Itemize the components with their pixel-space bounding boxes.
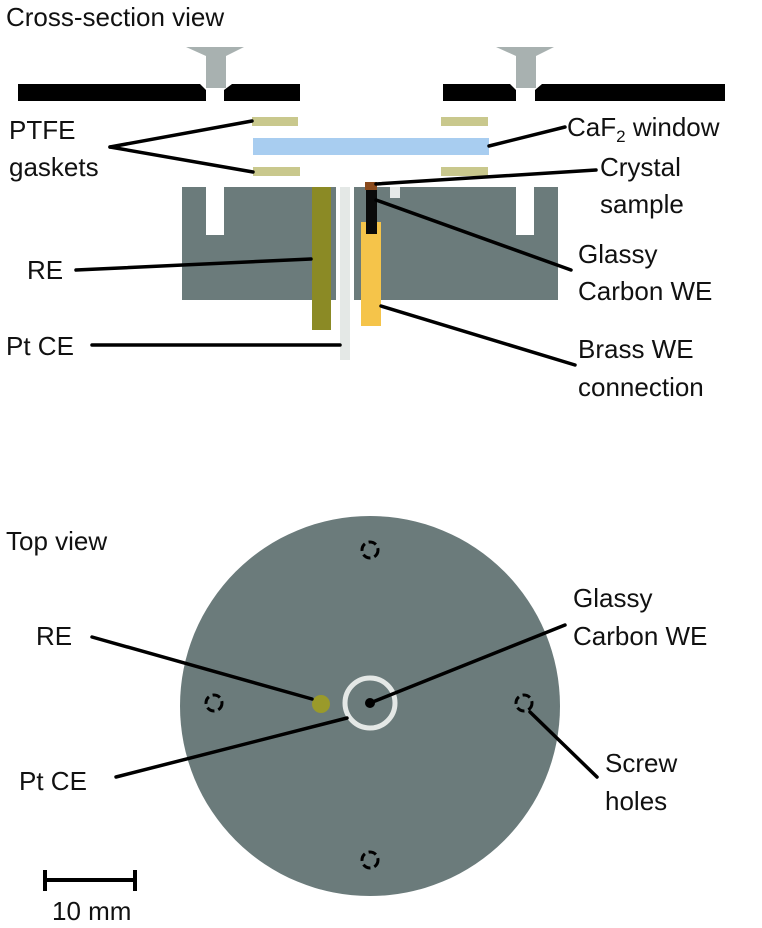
leader-top-re xyxy=(90,635,314,701)
label-top-pt-ce: Pt CE xyxy=(19,766,87,796)
leader-caf2 xyxy=(487,125,567,148)
gasket-bottom-right xyxy=(441,167,488,176)
re-dot xyxy=(312,695,330,713)
label-brass-line2: connection xyxy=(578,372,704,402)
clamp-plate-right-b xyxy=(535,84,725,101)
label-pt-ce: Pt CE xyxy=(6,331,74,361)
leader-gc xyxy=(374,198,573,272)
label-top-re: RE xyxy=(36,621,72,651)
top-view-title: Top view xyxy=(6,526,107,556)
screw-hole-right xyxy=(514,693,534,713)
scale-bar xyxy=(43,870,137,891)
label-crystal-line1: Crystal xyxy=(600,152,681,182)
label-top-gc-line1: Glassy xyxy=(573,583,652,613)
screw-right xyxy=(496,47,554,88)
label-crystal-line2: sample xyxy=(600,189,684,219)
small-vent xyxy=(390,187,400,198)
clamp-plate-left xyxy=(18,84,206,101)
label-top-screw-line1: Screw xyxy=(605,748,677,778)
crystal-sample xyxy=(365,182,377,190)
glassy-carbon-we xyxy=(366,184,377,234)
cross-section-title: Cross-section view xyxy=(6,2,224,32)
leader-re xyxy=(74,257,313,272)
brass-connection xyxy=(361,222,381,326)
leader-ptfe-top xyxy=(108,119,254,149)
leader-top-screw xyxy=(528,710,599,779)
label-brass-line1: Brass WE xyxy=(578,334,694,364)
caf2-window xyxy=(253,138,489,155)
screw-hole-bottom xyxy=(360,850,380,870)
label-gc-line2: Carbon WE xyxy=(578,276,712,306)
label-ptfe-line1: PTFE xyxy=(9,115,75,145)
label-re: RE xyxy=(27,255,63,285)
leader-ptfe-bottom xyxy=(108,145,255,174)
pt-ce-wire xyxy=(340,187,350,360)
label-top-gc-line2: Carbon WE xyxy=(573,621,707,651)
leader-top-gc xyxy=(368,623,567,705)
label-caf2: CaF2 window xyxy=(567,112,720,146)
leader-top-pt xyxy=(114,716,349,779)
clamp-plate-right xyxy=(443,84,516,101)
leader-crystal xyxy=(374,168,598,186)
pt-ce-ring xyxy=(342,675,398,731)
gasket-top-left xyxy=(252,117,298,126)
clamp-plate-left-b xyxy=(224,84,300,101)
label-gc-line1: Glassy xyxy=(578,239,657,269)
body-slot-left xyxy=(206,187,224,235)
gasket-bottom-left xyxy=(253,167,300,176)
label-top-screw-line2: holes xyxy=(605,786,667,816)
label-ptfe-line2: gaskets xyxy=(9,152,99,182)
gasket-top-right xyxy=(441,117,488,126)
screw-hole-top xyxy=(360,540,380,560)
leader-brass xyxy=(379,304,577,367)
screw-hole-left xyxy=(204,693,224,713)
body-slot-right xyxy=(516,187,534,235)
scale-bar-label: 10 mm xyxy=(52,896,131,926)
re-rod xyxy=(312,187,331,330)
screw-left xyxy=(186,47,244,88)
